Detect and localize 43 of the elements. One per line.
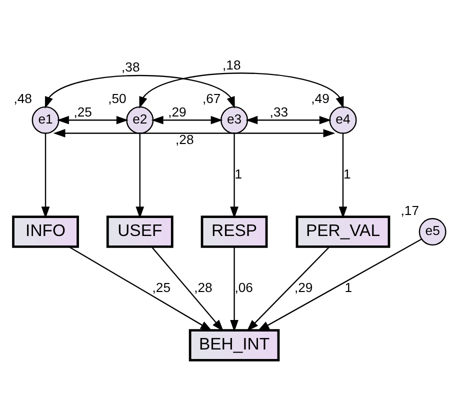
arrow: [41, 133, 50, 219]
arrow: [230, 247, 238, 332]
edge-label: ,28: [176, 132, 194, 147]
arrow: [338, 133, 348, 219]
edge-label: 1: [344, 166, 351, 182]
edge-label: ,29: [294, 280, 313, 295]
node-box: INFO: [12, 216, 79, 248]
node-label: ,49: [311, 91, 330, 106]
node-box: BEH_INT: [188, 329, 280, 362]
node-box: PER_VAL: [296, 216, 390, 248]
arrow: [44, 74, 235, 109]
arrow: [57, 116, 128, 124]
edge-label: 1: [344, 280, 352, 295]
arrow: [246, 116, 332, 124]
arrow: [151, 246, 224, 332]
node-label: ,67: [202, 91, 221, 106]
arrow: [230, 133, 238, 219]
node-circle: e4: [329, 106, 357, 134]
edge-label: ,06: [234, 280, 253, 295]
node-circle: e3: [220, 106, 248, 134]
arrow: [136, 133, 144, 219]
arrow: [53, 129, 336, 138]
edge-label: ,28: [194, 280, 212, 295]
edge-label: ,38: [122, 60, 140, 75]
arrow: [68, 246, 212, 332]
arrow: [246, 246, 330, 332]
edge-label: ,33: [270, 104, 288, 120]
edge-label: ,18: [222, 57, 241, 72]
edge-label: 1: [234, 166, 242, 182]
node-circle: e5: [418, 218, 446, 246]
arrow: [151, 116, 223, 124]
node-box: USEF: [106, 216, 174, 248]
node-circle: e1: [32, 106, 60, 134]
edge-label: ,25: [152, 280, 171, 295]
edge-label: ,29: [168, 104, 186, 120]
node-circle: e2: [126, 106, 154, 134]
arrow: [257, 238, 422, 332]
arrow: [139, 72, 344, 109]
node-label: ,17: [400, 202, 420, 218]
node-label: ,48: [14, 91, 32, 106]
edge-label: ,25: [74, 104, 92, 120]
node-label: ,50: [108, 91, 126, 106]
node-box: RESP: [200, 216, 268, 248]
